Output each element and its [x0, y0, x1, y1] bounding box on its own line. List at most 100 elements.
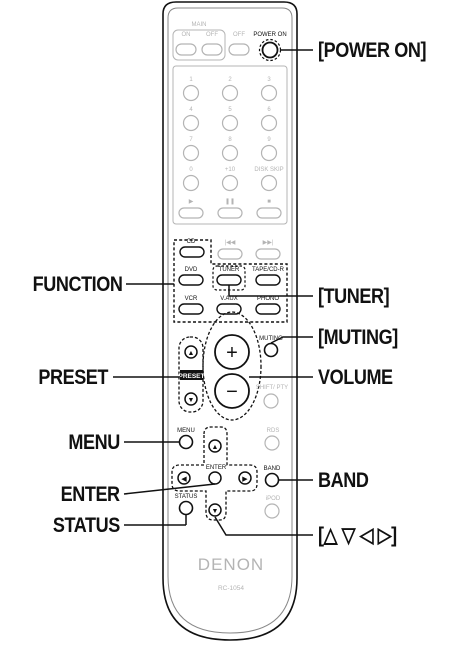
cd-button[interactable] — [179, 246, 205, 258]
preset-down-button[interactable] — [184, 392, 198, 406]
pause-button[interactable] — [217, 207, 243, 219]
function-highlight — [173, 239, 288, 323]
callout-cursor-arrows: [△ ▽ ◁ ▷] — [318, 524, 397, 547]
leader-muting — [270, 336, 313, 344]
key-button[interactable] — [182, 174, 200, 192]
key-button[interactable] — [182, 84, 200, 102]
key-label: 5 — [228, 107, 232, 113]
band-label: BAND — [264, 466, 281, 472]
cursor-right-glyph: ▶ — [242, 476, 248, 483]
volume-up-button[interactable] — [214, 334, 250, 370]
rds-button[interactable] — [264, 435, 280, 451]
volume-up-glyph: + — [226, 342, 238, 364]
tuner-button[interactable] — [216, 274, 242, 286]
key-label: DISK SKIP — [254, 167, 283, 173]
vaux-button[interactable] — [216, 303, 242, 315]
callout-status: STATUS — [53, 514, 120, 537]
cursor-up-glyph: ▲ — [212, 444, 219, 451]
enter-button[interactable] — [208, 471, 222, 485]
key-button[interactable] — [260, 144, 278, 162]
stop-button[interactable] — [256, 207, 282, 219]
shift-pty-button[interactable] — [263, 393, 279, 409]
main-off-label: OFF — [206, 32, 218, 38]
callout-band: BAND — [318, 469, 369, 492]
cursor-left-glyph: ◀ — [181, 476, 187, 483]
preset-down-glyph: ▼ — [188, 397, 195, 404]
key-label: 0 — [189, 167, 193, 173]
skip-back-button[interactable] — [217, 248, 243, 260]
vcr-button[interactable] — [178, 303, 204, 315]
key-label: 1 — [189, 77, 193, 83]
cursor-right-button[interactable] — [238, 471, 252, 485]
skip-forward-button[interactable] — [255, 248, 281, 260]
key-button[interactable] — [260, 174, 278, 192]
menu-label: MENU — [177, 428, 195, 434]
key-button[interactable] — [221, 144, 239, 162]
main-off-button[interactable] — [201, 43, 223, 56]
leader-tuner — [228, 285, 313, 297]
power-on-label: POWER ON — [253, 32, 286, 38]
stop-icon: ■ — [267, 199, 271, 205]
main-group-label: MAIN — [192, 22, 207, 28]
cursor-down-button[interactable] — [208, 503, 222, 517]
key-label: +10 — [225, 167, 236, 173]
play-button[interactable] — [178, 207, 204, 219]
skip-back-icon: |◀◀ — [225, 240, 236, 246]
key-button[interactable] — [260, 114, 278, 132]
muting-label: MUTING — [259, 336, 283, 342]
key-label: 7 — [189, 137, 193, 143]
tuner-label: TUNER — [219, 267, 240, 273]
key-button[interactable] — [260, 84, 278, 102]
remote-inner-outline — [167, 7, 293, 634]
key-button[interactable] — [182, 114, 200, 132]
volume-highlight — [202, 311, 262, 421]
volume-down-button[interactable] — [214, 373, 250, 409]
power-on-button[interactable] — [261, 41, 279, 59]
tape-cdr-label: TAPE/CD-R — [252, 267, 285, 273]
leader-enter — [123, 483, 216, 495]
off-label: OFF — [233, 32, 245, 38]
band-button[interactable] — [264, 472, 280, 488]
keypad-panel — [172, 65, 288, 225]
remote-body — [162, 1, 298, 641]
shift-pty-label: SHIFT/ PTY — [256, 385, 288, 391]
key-button[interactable] — [182, 144, 200, 162]
vcr-label: VCR — [185, 296, 198, 302]
phono-button[interactable] — [255, 303, 281, 315]
key-label: 3 — [267, 77, 271, 83]
enter-label: ENTER — [206, 465, 227, 471]
key-button[interactable] — [221, 114, 239, 132]
callout-enter: ENTER — [60, 483, 120, 506]
preset-up-glyph: ▲ — [188, 350, 195, 357]
key-label: 4 — [189, 107, 193, 113]
callout-muting: [MUTING] — [318, 326, 398, 349]
muting-button[interactable] — [263, 342, 279, 358]
rds-label: RDS — [267, 428, 280, 434]
menu-button[interactable] — [178, 434, 194, 450]
status-button[interactable] — [178, 500, 194, 516]
cursor-up-button[interactable] — [208, 439, 222, 453]
main-group-frame — [172, 29, 226, 61]
main-on-button[interactable] — [175, 43, 197, 56]
skip-forward-icon: ▶▶| — [263, 240, 274, 246]
ipod-button[interactable] — [264, 503, 280, 519]
preset-label: PRESET — [178, 373, 204, 380]
status-label: STATUS — [175, 494, 198, 500]
preset-up-button[interactable] — [184, 345, 198, 359]
brand-logo: DENON — [198, 555, 264, 574]
cursor-left-button[interactable] — [177, 471, 191, 485]
callout-function: FUNCTION — [32, 273, 122, 296]
callout-menu: MENU — [68, 431, 121, 454]
key-label: 8 — [228, 137, 232, 143]
key-button[interactable] — [221, 174, 239, 192]
cursor-highlight — [171, 426, 258, 521]
key-label: 2 — [228, 77, 232, 83]
key-button[interactable] — [221, 84, 239, 102]
off-button[interactable] — [228, 43, 250, 56]
tape-cdr-button[interactable] — [255, 274, 281, 286]
key-label: 6 — [267, 107, 271, 113]
dvd-button[interactable] — [178, 274, 204, 286]
